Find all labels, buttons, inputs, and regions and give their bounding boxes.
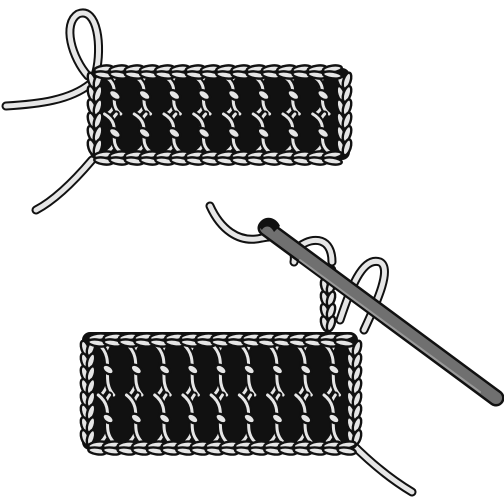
yarn-loop-icon	[70, 13, 99, 76]
upper-swatch	[6, 13, 353, 210]
stitch-row-bottom	[98, 395, 341, 442]
left-edge	[86, 72, 104, 157]
right-edge	[345, 340, 363, 447]
stitch-row-top	[98, 344, 341, 395]
yarn-tail-bottom	[36, 160, 92, 210]
top-chain	[88, 332, 354, 347]
yarn-tail-bottom	[352, 444, 412, 492]
lower-swatch	[79, 206, 496, 492]
top-chain	[94, 64, 342, 79]
yarn-tail-left	[6, 84, 90, 106]
right-edge	[335, 72, 353, 157]
bottom-chain	[88, 440, 356, 455]
left-edge	[79, 340, 97, 447]
bottom-chain	[94, 150, 342, 165]
